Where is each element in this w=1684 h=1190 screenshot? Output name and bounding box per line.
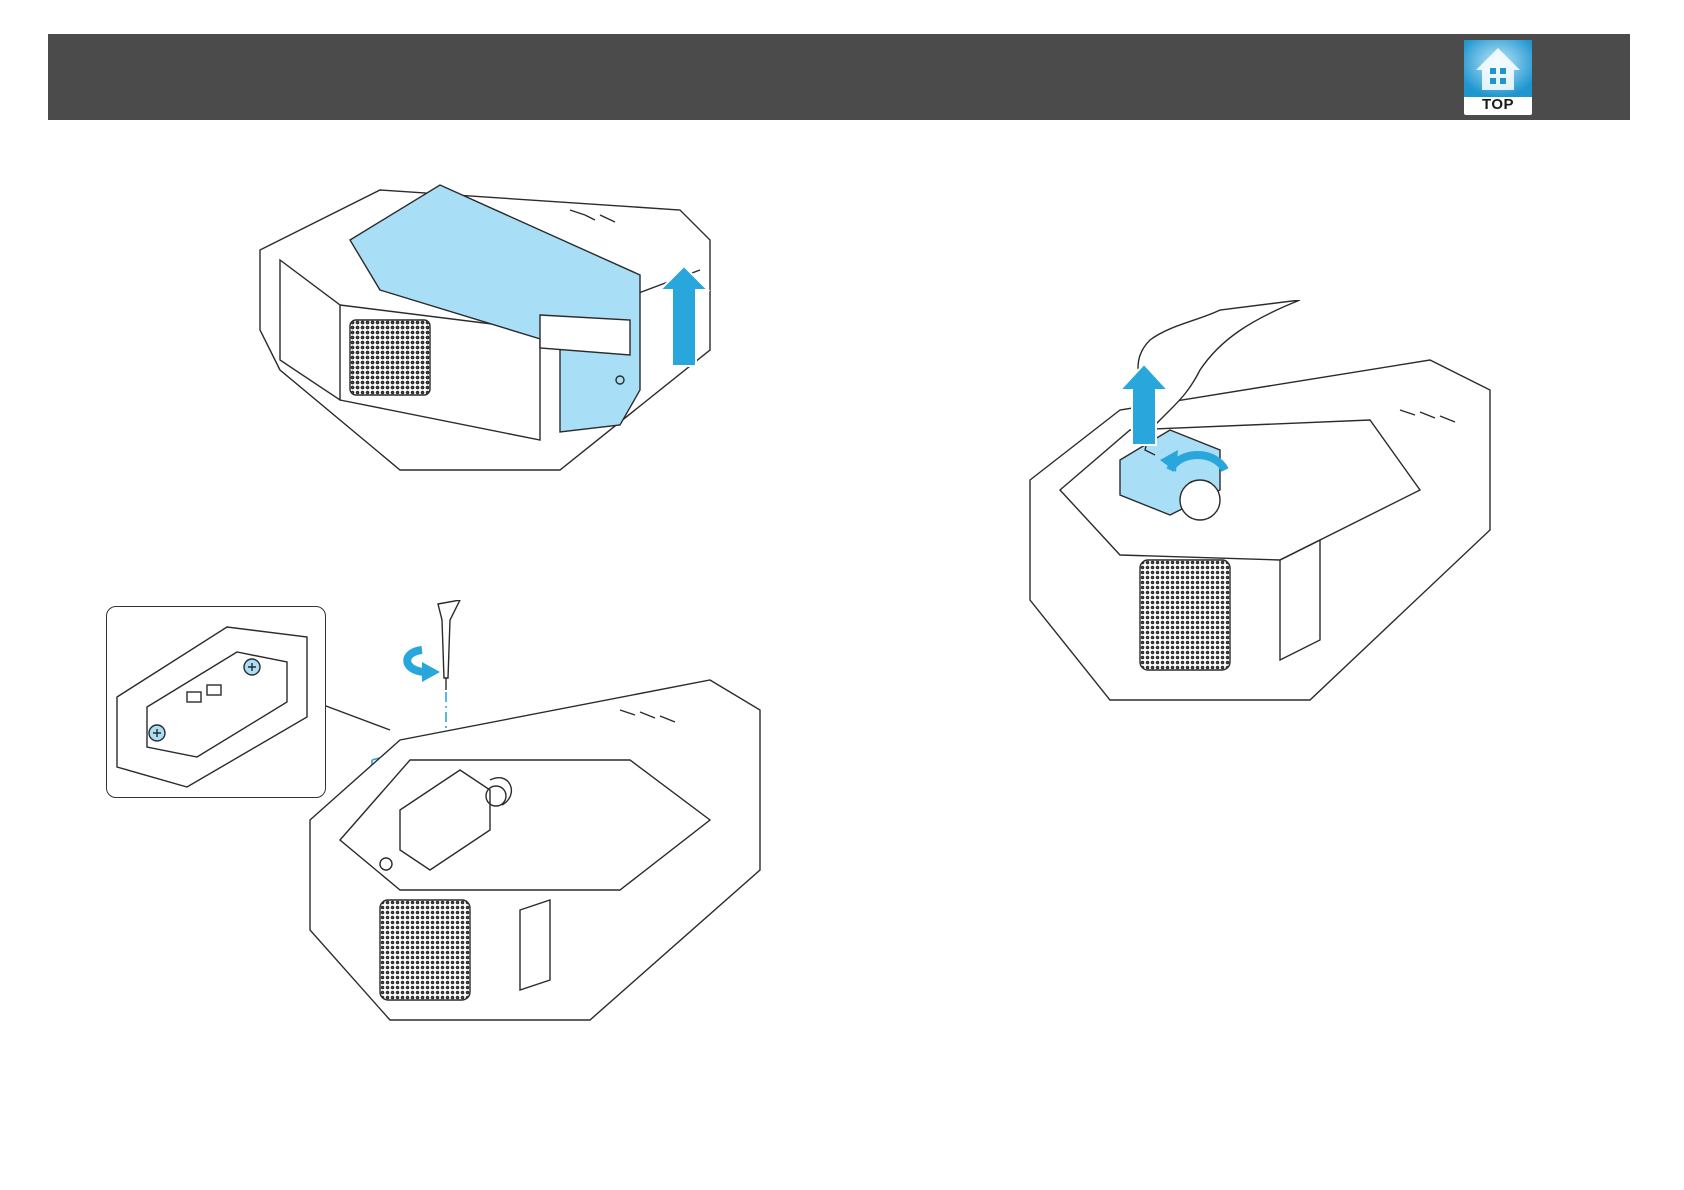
figure-remove-lamp-cover: [240, 170, 740, 490]
top-label: TOP: [1464, 96, 1532, 113]
figure-pull-out-lamp: [1020, 300, 1500, 710]
inset-screw-detail: [106, 606, 326, 798]
figure-loosen-lamp-screws: [290, 600, 790, 1040]
screwdriver-icon: [438, 600, 460, 690]
rotate-arrow-icon: [407, 650, 440, 682]
header-bar: [48, 34, 1630, 120]
top-button[interactable]: TOP: [1464, 40, 1532, 115]
